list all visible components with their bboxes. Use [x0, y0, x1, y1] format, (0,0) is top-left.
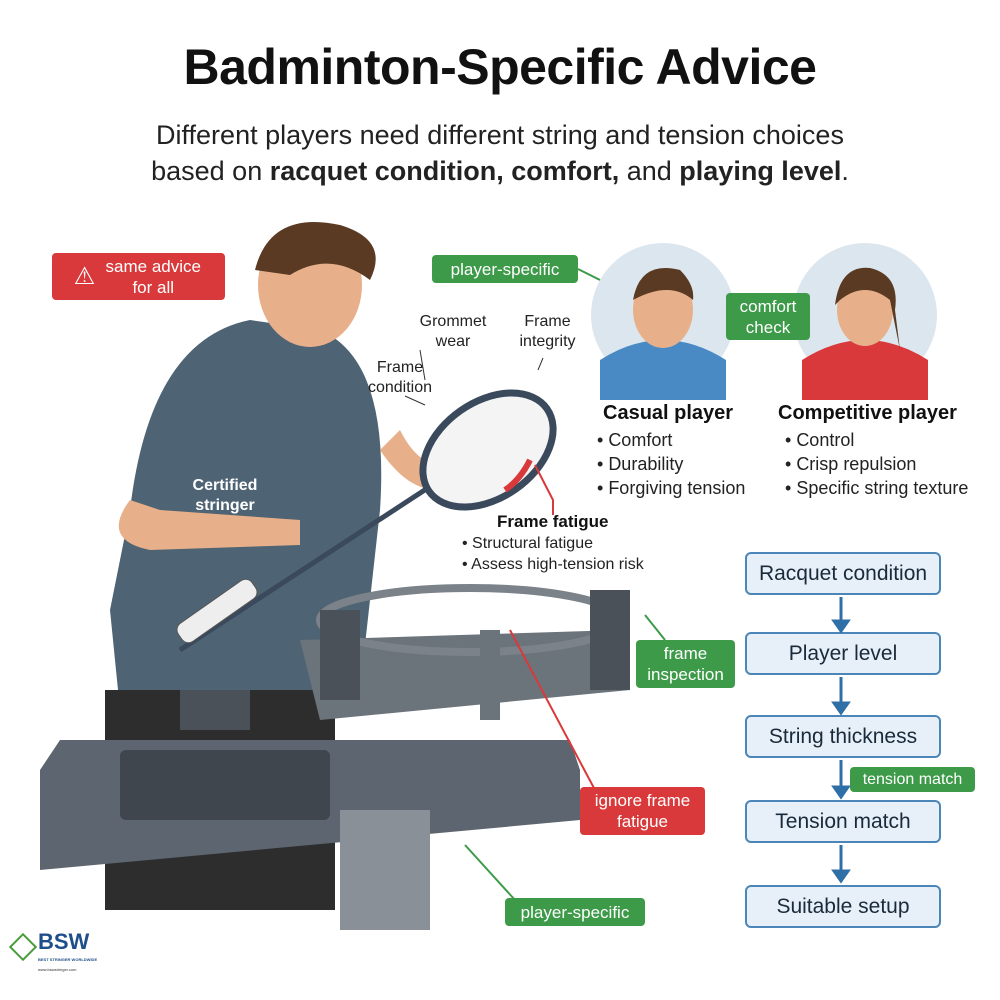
- arrow-down-icon: [831, 785, 851, 800]
- frame-fatigue-list: • Structural fatigue • Assess high-tensi…: [462, 533, 644, 575]
- machine-stand: [340, 810, 430, 930]
- flow-step-racquet-condition: Racquet condition: [745, 552, 941, 595]
- frame-fatigue-heading: Frame fatigue: [497, 512, 609, 531]
- ignore-frame-fatigue-tag: ignore frame fatigue: [580, 787, 705, 835]
- leader-line: [537, 357, 544, 371]
- logo-tagline: BEST STRINGER WORLDWIDE: [38, 957, 98, 962]
- stringer-illustration: [40, 222, 666, 930]
- bsw-logo: BSW BEST STRINGER WORLDWIDE www.bswstrin…: [8, 930, 118, 990]
- leader-line: [419, 349, 426, 381]
- list-item: • Structural fatigue: [462, 535, 593, 552]
- hair: [255, 222, 376, 280]
- casual-shirt: [600, 340, 726, 400]
- flow-step-string-thickness: String thickness: [745, 715, 941, 758]
- arrow-down-icon: [831, 869, 851, 884]
- casual-player-heading: Casual player: [603, 402, 734, 424]
- list-item: • Control: [785, 430, 855, 450]
- same-advice-text: same advice for all: [105, 256, 201, 297]
- list-item: • Assess high-tension risk: [462, 556, 644, 573]
- flow-step-suitable-setup: Suitable setup: [745, 885, 941, 928]
- comfort-check-tag: comfort check: [726, 293, 810, 340]
- tension-match-tag: tension match: [850, 767, 975, 792]
- frame-inspection-tag: frame inspection: [636, 640, 735, 688]
- competitive-shirt: [802, 340, 928, 400]
- list-item: • Durability: [597, 454, 684, 474]
- frame-integrity-label: Frame integrity: [519, 313, 576, 350]
- list-item: • Specific string texture: [785, 478, 969, 498]
- arrow-down-icon: [831, 619, 851, 634]
- arm: [118, 500, 300, 550]
- logo-wordmark: BSW: [38, 929, 90, 954]
- leader-line: [464, 844, 516, 901]
- leader-line: [644, 614, 666, 641]
- subtitle-line-2: based on racquet condition, comfort, and…: [151, 156, 849, 186]
- player-avatars: [591, 243, 937, 400]
- casual-hair: [633, 268, 694, 300]
- leader-line: [577, 268, 601, 281]
- subtitle-line-1: Different players need different string …: [156, 120, 844, 150]
- machine-tray: [120, 750, 330, 820]
- machine-post: [480, 630, 500, 720]
- same-advice-warning-badge: ⚠ same advice for all: [52, 253, 225, 300]
- tension-head: [180, 690, 250, 730]
- casual-player-list: • Comfort • Durability • Forgiving tensi…: [597, 428, 745, 500]
- logo-emblem-icon: [8, 932, 38, 962]
- leader-line: [404, 395, 426, 406]
- frame-fatigue-highlight: [503, 458, 533, 493]
- list-item: • Comfort: [597, 430, 673, 450]
- machine-clamp: [590, 590, 630, 690]
- competitive-player-list: • Control • Crisp repulsion • Specific s…: [785, 428, 968, 500]
- competitive-hair: [835, 267, 900, 350]
- certified-stringer-label: Certified stringer: [192, 477, 258, 514]
- flow-arrows: [831, 597, 851, 884]
- racquet-grip: [176, 578, 258, 644]
- flow-step-player-level: Player level: [745, 632, 941, 675]
- machine-table: [300, 630, 630, 720]
- leader-line: [534, 464, 554, 515]
- machine-clamp: [320, 610, 360, 700]
- list-item: • Forgiving tension: [597, 478, 746, 498]
- flow-step-tension-match: Tension match: [745, 800, 941, 843]
- logo-url: www.bswstringer.com: [38, 967, 77, 972]
- player-specific-tag-bottom: player-specific: [505, 898, 645, 926]
- list-item: • Crisp repulsion: [785, 454, 917, 474]
- warning-icon: ⚠: [73, 263, 96, 290]
- shirt: [110, 320, 382, 710]
- page-title: Badminton-Specific Advice: [183, 39, 817, 95]
- racquet-shaft: [178, 477, 442, 653]
- player-specific-tag-top: player-specific: [432, 255, 578, 283]
- frame-condition-label: Frame condition: [367, 359, 433, 396]
- leader-line: [509, 629, 596, 791]
- arrow-down-icon: [831, 701, 851, 716]
- grommet-wear-label: Grommet wear: [419, 313, 487, 350]
- competitive-player-heading: Competitive player: [778, 402, 957, 424]
